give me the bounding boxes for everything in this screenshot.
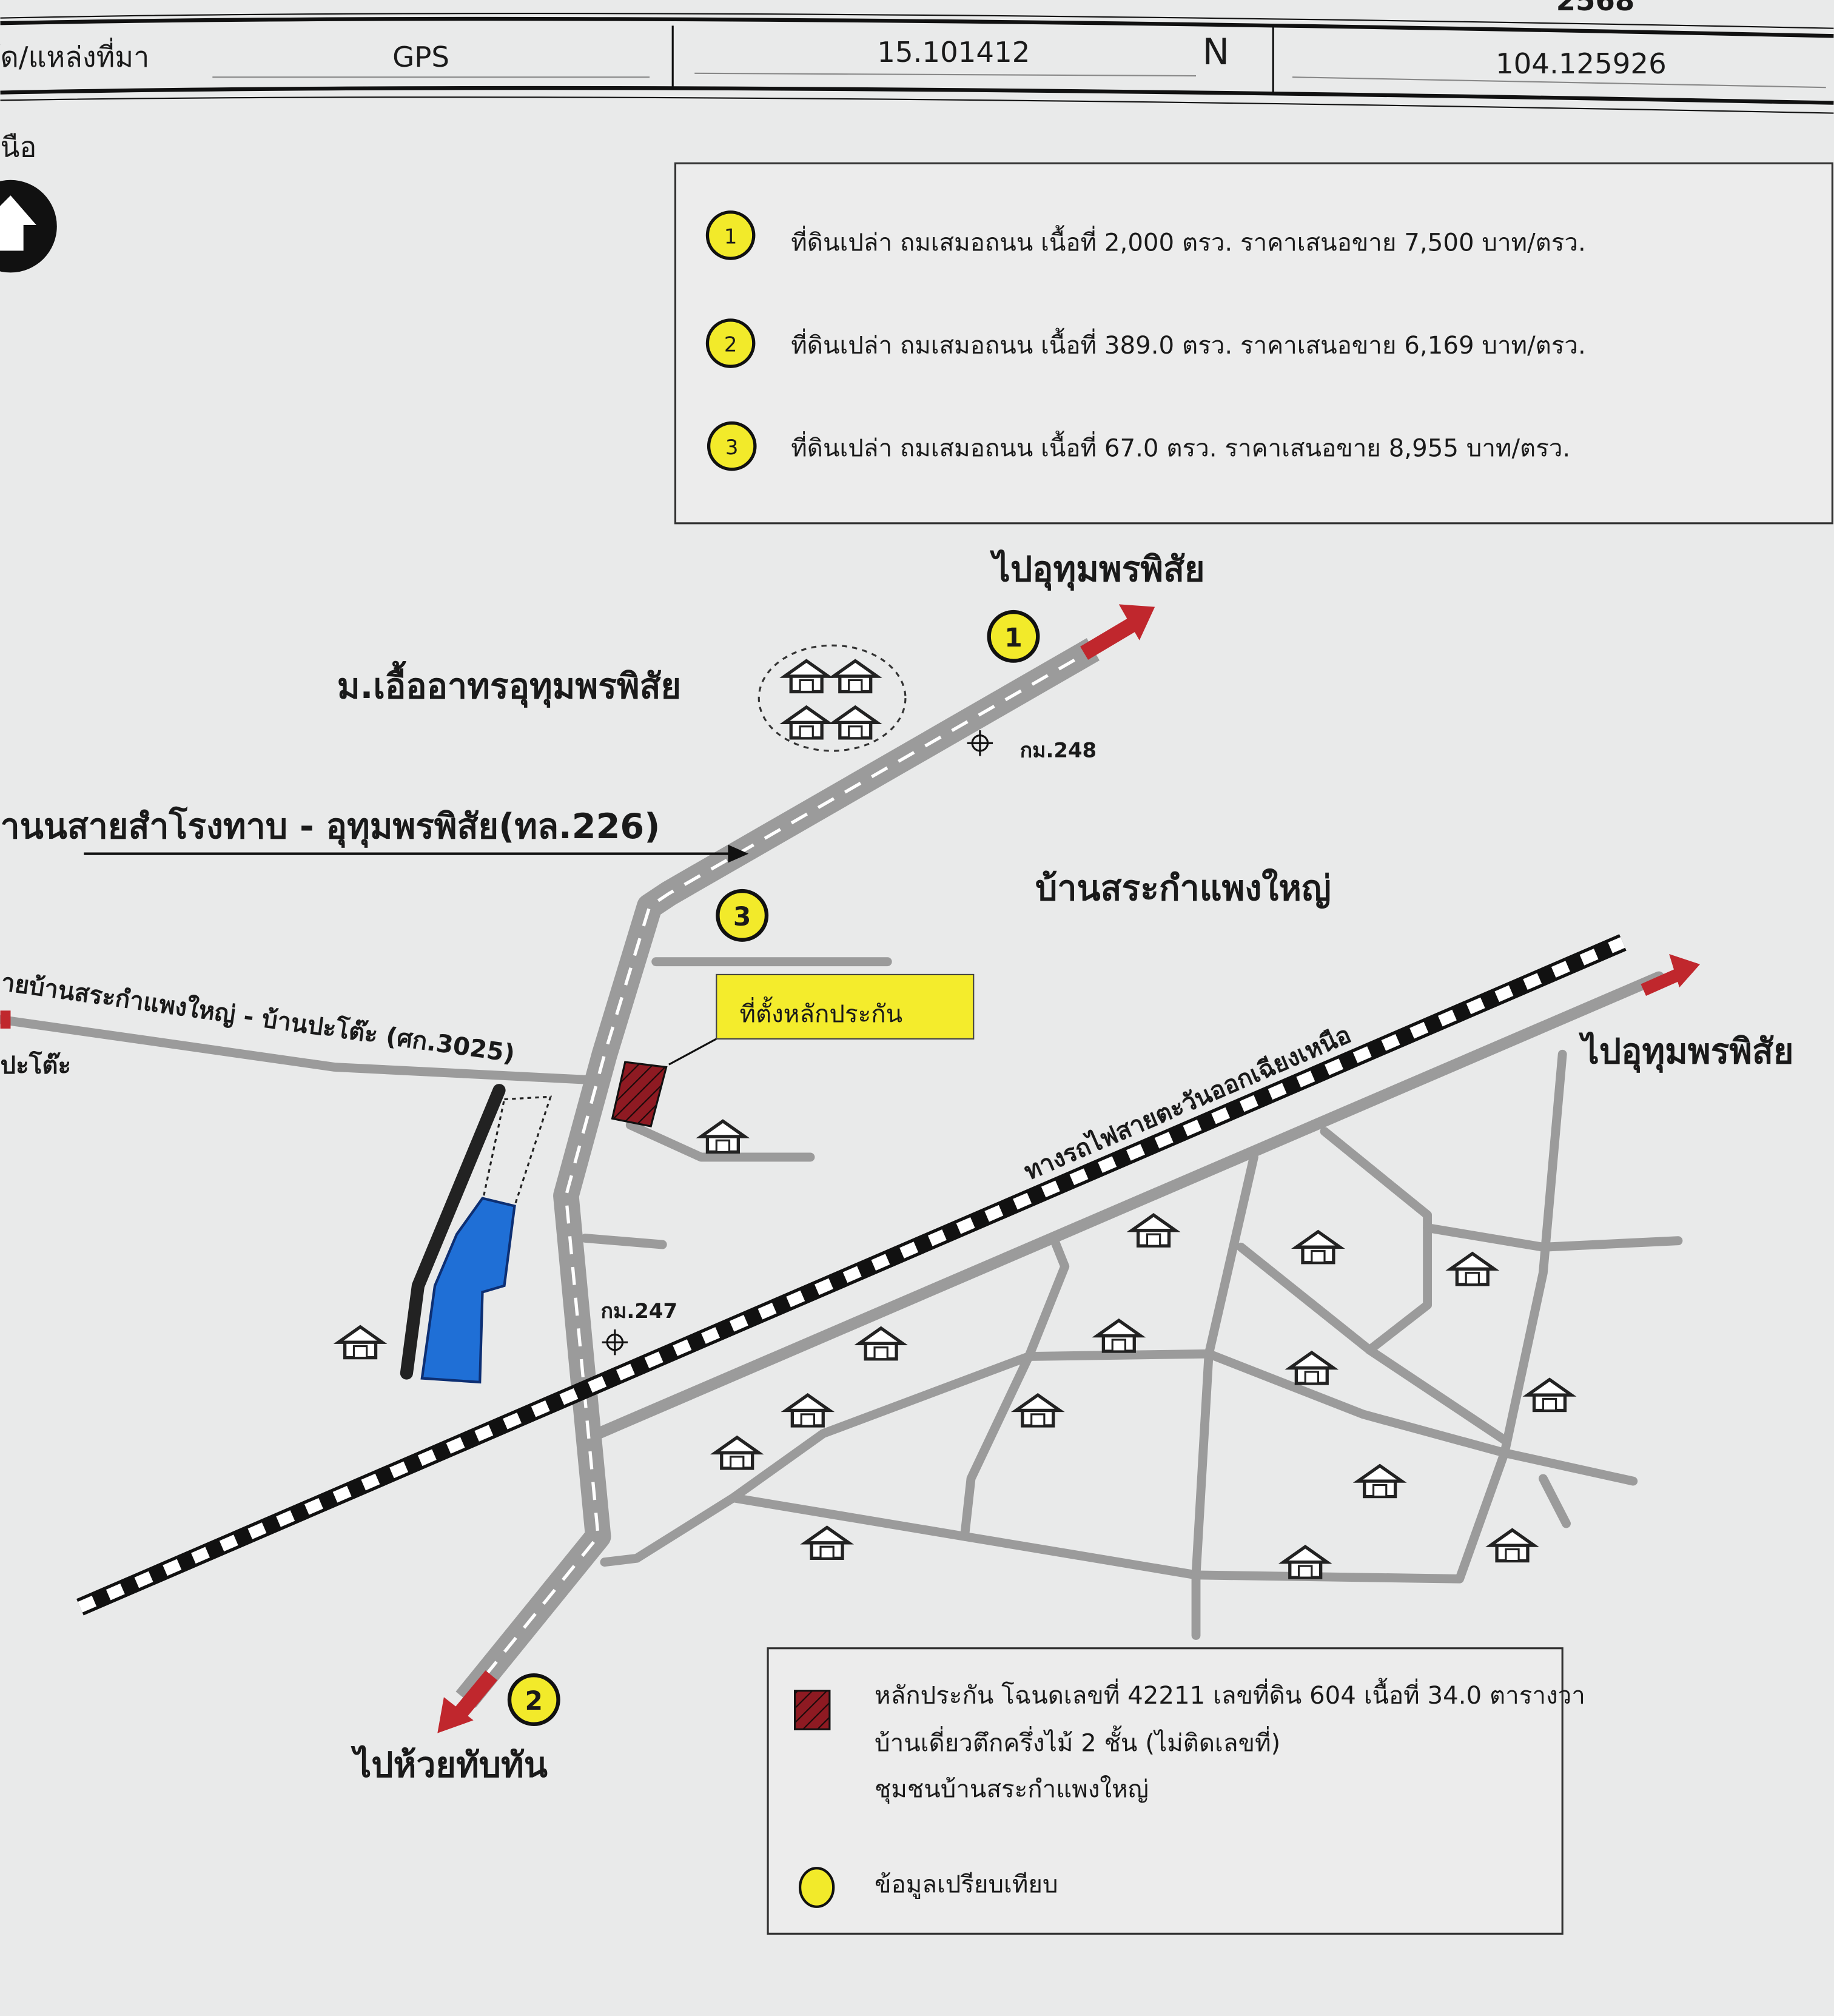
collateral-line-1: หลักประกัน โฉนดเลขที่ 42211 เลขที่ดิน 60… xyxy=(875,1678,1585,1710)
house-icon xyxy=(1097,1320,1141,1351)
to-huai-thap-than-label: ไปห้วยทับทัน xyxy=(351,1745,547,1786)
highway-226-label: านนสายสำโรงทาบ - อุทุมพรพิสัย(ทล.226) xyxy=(1,805,660,848)
house-icon xyxy=(1451,1254,1494,1285)
to-uthumphon-right-label: ไปอุทุมพรพิสัย xyxy=(1579,1031,1794,1074)
comparable-marker-3: 3 xyxy=(716,889,769,942)
railway xyxy=(76,934,1627,1616)
source-label: ัด/แหล่งที่มา xyxy=(0,38,149,73)
local-roads xyxy=(0,957,1683,1640)
collateral-parcel xyxy=(611,1061,668,1127)
direction-arrow-icon xyxy=(1641,953,1701,996)
collateral-swatch xyxy=(794,1690,831,1730)
source-value: GPS xyxy=(392,41,449,73)
north-indicator: นือ xyxy=(0,131,57,273)
house-icon xyxy=(338,1327,382,1358)
direction-arrow-icon xyxy=(437,1670,498,1733)
comparable-item: 2 ที่ดินเปล่า ถมเสมอถนน เนื้อที่ 389.0 ต… xyxy=(705,318,1586,368)
longitude-value: 104.125926 xyxy=(1496,47,1667,80)
village-label: บ้านสระกำแพงใหญ่ xyxy=(1035,868,1331,909)
direction-arrow-icon xyxy=(1080,604,1155,660)
comparable-label: ข้อมูลเปรียบเทียบ xyxy=(875,1870,1058,1899)
house-icon xyxy=(1132,1215,1175,1246)
housing-estate-boundary xyxy=(757,644,907,752)
collateral-location-label xyxy=(716,973,975,1040)
canal xyxy=(400,1084,506,1380)
comparables-legend: 1 ที่ดินเปล่า ถมเสมอถนน เนื้อที่ 2,000 ต… xyxy=(674,162,1833,525)
house-icon xyxy=(786,1395,830,1426)
house-icon xyxy=(1358,1466,1402,1497)
comparable-text: ที่ดินเปล่า ถมเสมอถนน เนื้อที่ 67.0 ตรว.… xyxy=(791,431,1570,463)
house-icon xyxy=(785,707,828,738)
house-icon xyxy=(1283,1547,1327,1578)
house-icon xyxy=(1290,1352,1334,1383)
svg-text:1: 1 xyxy=(724,225,737,249)
housing-estate-label: ม.เอื้ออาทรอุทุมพรพิสัย xyxy=(337,660,681,708)
highway-226 xyxy=(455,638,1100,1708)
house-icon xyxy=(1016,1395,1060,1426)
comparable-item: 3 ที่ดินเปล่า ถมเสมอถนน เนื้อที่ 67.0 ตร… xyxy=(707,421,1570,471)
pond xyxy=(420,1197,516,1384)
house-icon xyxy=(1528,1380,1571,1411)
comparable-item: 1 ที่ดินเปล่า ถมเสมอถนน เนื้อที่ 2,000 ต… xyxy=(705,210,1586,260)
house-icon xyxy=(833,707,877,738)
house-icon xyxy=(1296,1232,1340,1263)
houses xyxy=(338,661,1571,1578)
svg-text:3: 3 xyxy=(733,902,751,932)
top-right-fragment: 2568 xyxy=(1556,0,1635,17)
comparable-marker-1: 1 xyxy=(987,610,1040,663)
collateral-line-3: ชุมชนบ้านสระกำแพงใหญ่ xyxy=(875,1775,1149,1804)
km-marker-icon xyxy=(602,1329,628,1356)
map: ที่ตั้งหลักประกัน กม.248 กม.247 1 3 2 ไป… xyxy=(0,549,1794,1786)
pa-to-label: ปะโต๊ะ xyxy=(1,1050,72,1080)
house-icon xyxy=(1490,1530,1534,1561)
comparable-text: ที่ดินเปล่า ถมเสมอถนน เนื้อที่ 389.0 ตรว… xyxy=(791,328,1586,360)
comparable-text: ที่ดินเปล่า ถมเสมอถนน เนื้อที่ 2,000 ตรว… xyxy=(791,224,1586,257)
km248-label: กม.248 xyxy=(1020,739,1097,762)
house-icon xyxy=(805,1527,849,1558)
secondary-road xyxy=(592,971,1665,1440)
collateral-location-text: ที่ตั้งหลักประกัน xyxy=(739,996,902,1028)
comparable-marker-2: 2 xyxy=(507,1673,560,1726)
svg-text:2: 2 xyxy=(525,1686,543,1716)
latitude-value: 15.101412 xyxy=(877,36,1030,69)
direction-arrow-icon xyxy=(0,1010,11,1029)
km247-label: กม.247 xyxy=(601,1299,678,1323)
north-label: นือ xyxy=(1,131,37,164)
svg-text:2: 2 xyxy=(724,333,737,357)
svg-text:3: 3 xyxy=(725,435,739,459)
house-icon xyxy=(715,1437,759,1468)
railway-label: ทางรถไฟสายตะวันออกเฉียงเหนือ xyxy=(1020,1020,1355,1186)
house-icon xyxy=(859,1328,903,1359)
latitude-suffix: N xyxy=(1203,31,1229,73)
house-icon xyxy=(785,661,828,692)
house-icon xyxy=(833,661,877,692)
collateral-line-2: บ้านเดี่ยวตึกครึ่งไม้ 2 ชั้น (ไม่ติดเลขท… xyxy=(875,1725,1280,1757)
svg-text:1: 1 xyxy=(1004,623,1023,653)
highway-226-pointer xyxy=(84,844,749,863)
header-table: 2568 ัด/แหล่งที่มา GPS 15.101412 N 104.1… xyxy=(0,0,1834,114)
comparable-swatch xyxy=(798,1867,835,1908)
km-marker-icon xyxy=(967,730,993,756)
collateral-legend: หลักประกัน โฉนดเลขที่ 42211 เลขที่ดิน 60… xyxy=(767,1647,1585,1935)
pond-outline xyxy=(481,1095,553,1208)
to-uthumphon-label: ไปอุทุมพรพิสัย xyxy=(990,549,1205,591)
road-3025 xyxy=(0,1015,597,1085)
house-icon xyxy=(701,1121,745,1152)
